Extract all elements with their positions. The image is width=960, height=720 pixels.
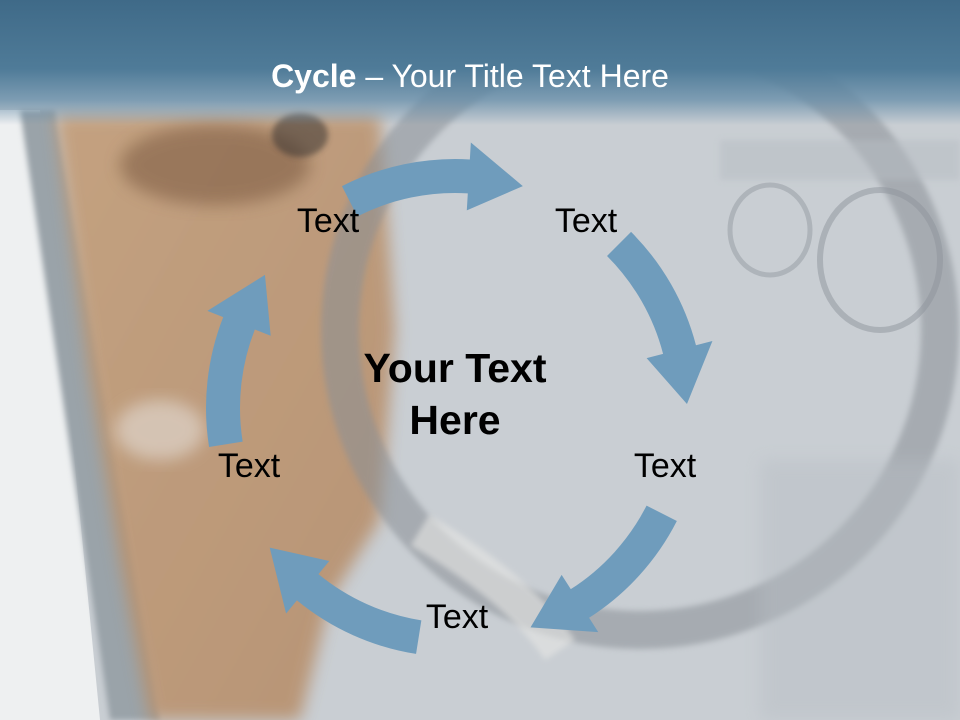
cycle-node-2: Text	[554, 202, 618, 240]
title-bold: Cycle	[271, 58, 357, 94]
title-bar	[0, 0, 960, 125]
cycle-arrow-2	[607, 231, 713, 404]
center-text-line-2: Here	[409, 397, 501, 443]
title-rest: – Your Title Text Here	[356, 58, 669, 94]
slide-title: Cycle – Your Title Text Here	[0, 56, 940, 96]
cycle-node-4: Text	[425, 598, 489, 636]
center-text: Your Text Here	[315, 342, 595, 446]
cycle-arrow-3	[530, 505, 677, 633]
cycle-arrows	[206, 142, 713, 654]
cycle-node-5: Text	[217, 447, 281, 485]
cycle-node-1: Text	[296, 202, 360, 240]
cycle-arrow-5	[206, 274, 271, 447]
center-text-line-1: Your Text	[363, 345, 547, 391]
cycle-arrow-1	[341, 142, 523, 217]
cycle-arrow-4	[269, 547, 422, 654]
cycle-node-3: Text	[633, 447, 697, 485]
